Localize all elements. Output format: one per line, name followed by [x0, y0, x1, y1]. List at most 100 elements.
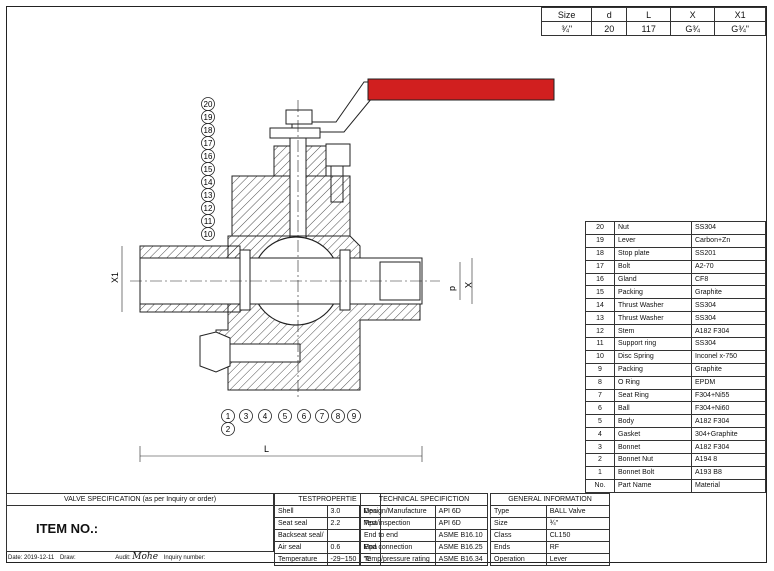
parts-cell-name: O Ring: [614, 375, 692, 390]
parts-cell-name: Seat Ring: [614, 388, 692, 403]
balloon-label: 3: [244, 412, 249, 421]
parts-cell-name: Nut: [614, 221, 692, 235]
parts-cell-no: 1: [585, 465, 615, 480]
balloon-circle: [297, 409, 311, 423]
parts-cell-material: A194 8: [691, 453, 766, 467]
item-no-label: ITEM NO.:: [36, 521, 99, 536]
seat-left: [239, 249, 251, 311]
x-value: G¾: [670, 21, 716, 36]
balloon-label: 6: [302, 412, 307, 421]
parts-header-material: Material: [691, 478, 766, 493]
general-info-cell: BALL Valve: [545, 505, 611, 518]
general-info-cell: Size: [490, 517, 547, 530]
technical-spec-cell: ASME B16.34: [434, 553, 489, 566]
lever-grip: [367, 78, 555, 101]
x1-value: G¾": [714, 21, 766, 36]
date-label: Date: 2019-12-11: [8, 555, 55, 561]
parts-cell-no: 7: [585, 388, 615, 403]
parts-cell-name: Ball: [614, 401, 692, 416]
technical-spec-cell: API 6D: [434, 517, 489, 530]
valve-spec-block: VALVE SPECIFICATION (as per Inquiry or o…: [6, 493, 274, 563]
balloon-circle: [221, 422, 235, 436]
technical-spec-cell: Design/Manufacture: [360, 505, 436, 518]
inquiry-label: Inquiry number:: [163, 555, 206, 561]
parts-cell-no: 18: [585, 246, 615, 261]
valve-spec-title: VALVE SPECIFICATION (as per Inquiry or o…: [6, 493, 274, 506]
parts-cell-material: A182 F304: [691, 324, 766, 339]
test-properties-cell: 0.6: [326, 541, 361, 554]
parts-cell-name: Gasket: [614, 427, 692, 442]
parts-header-row: No. Part Name Material: [585, 478, 766, 493]
balloon-label: 4: [263, 412, 268, 421]
balloon-label: 13: [204, 191, 213, 200]
balloon-label: 12: [204, 204, 213, 213]
l-dimension: L: [264, 444, 269, 454]
parts-header-name: Part Name: [614, 478, 692, 493]
balloon-label: 11: [204, 217, 213, 226]
general-info-cell: Lever: [545, 553, 611, 566]
balloon-label: 17: [204, 139, 213, 148]
parts-cell-material: Graphite: [691, 285, 766, 300]
parts-cell-no: 13: [585, 311, 615, 326]
balloon-circle: [315, 409, 329, 423]
balloon-label: 8: [336, 412, 341, 421]
draw-label: Draw:: [59, 555, 76, 561]
parts-cell-no: 20: [585, 221, 615, 235]
balloon-label: 15: [204, 165, 213, 174]
size-value: ¾": [540, 21, 593, 36]
audit-label: Audit:: [115, 555, 131, 561]
technical-spec-title: TECHNICAL SPECIFICTION: [360, 493, 488, 506]
gland-bolt-head: [325, 143, 351, 167]
parts-cell-material: SS304: [691, 298, 766, 313]
parts-cell-name: Bonnet Bolt: [614, 465, 692, 480]
parts-cell-name: Support ring: [614, 337, 692, 351]
balloon-label: 20: [204, 100, 213, 109]
test-properties-cell: Temperature: [274, 553, 328, 566]
parts-cell-material: A193 B8: [691, 465, 766, 480]
parts-cell-no: 5: [585, 414, 615, 429]
balloon-label: 5: [283, 412, 288, 421]
parts-header-no: No.: [585, 478, 615, 493]
parts-cell-name: Lever: [614, 233, 692, 248]
general-info-title: GENERAL INFORMATION: [490, 493, 610, 506]
parts-cell-material: SS304: [691, 337, 766, 351]
general-info-cell: Operation: [490, 553, 547, 566]
test-properties-cell: Seat seal: [274, 517, 328, 530]
balloon-label: 19: [204, 113, 213, 122]
test-properties-cell: 3.0: [326, 505, 361, 518]
neck-left: [231, 175, 291, 237]
parts-cell-material: F304+Ni60: [691, 401, 766, 416]
parts-cell-material: Carbon+Zn: [691, 233, 766, 248]
technical-spec-cell: API 6D: [434, 505, 489, 518]
parts-cell-no: 14: [585, 298, 615, 313]
test-properties-cell: 2.2: [326, 517, 361, 530]
seat-right: [339, 249, 351, 311]
parts-cell-name: Thrust Washer: [614, 298, 692, 313]
balloon-circle: [347, 409, 361, 423]
audit-signature: Mohe: [132, 552, 159, 562]
parts-cell-no: 2: [585, 453, 615, 467]
bonnet-bolt-head: [199, 331, 231, 373]
balloon-label: 16: [204, 152, 213, 161]
general-info-cell: Class: [490, 529, 547, 542]
test-properties-cell: [326, 529, 361, 542]
parts-cell-no: 4: [585, 427, 615, 442]
parts-cell-material: Graphite: [691, 362, 766, 377]
